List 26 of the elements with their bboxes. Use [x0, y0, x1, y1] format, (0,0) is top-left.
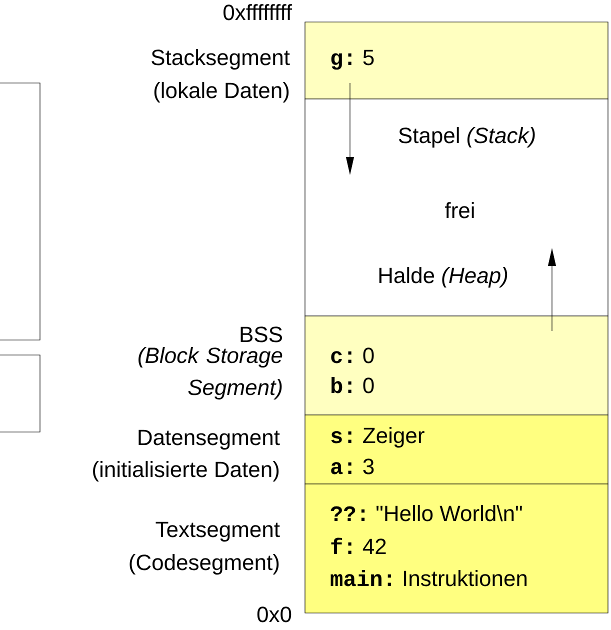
- segment-name: BSS: [240, 326, 282, 342]
- memory-entry: c: 0: [331, 348, 374, 364]
- segment-label: Stapel (Stack): [398, 127, 535, 148]
- segment-name: Stacksegment: [152, 49, 290, 70]
- memory-segment: [304, 22, 608, 100]
- memory-segment: [304, 316, 608, 416]
- segment-label: Halde (Heap): [379, 267, 508, 288]
- memory-entry: b: 0: [332, 377, 374, 394]
- memory-entry: ??: "Hello World\n": [330, 505, 522, 522]
- segment-name: Textsegment: [156, 522, 280, 542]
- segment-name: (Codesegment): [130, 554, 279, 575]
- memory-segment: [304, 98, 608, 316]
- segment-name: (lokale Daten): [154, 82, 289, 103]
- memory-segment: [304, 414, 608, 484]
- address-label: 0x0: [257, 606, 292, 622]
- segment-name: (initialisierte Daten): [93, 461, 279, 482]
- memory-entry: f: 42: [331, 538, 386, 554]
- memory-entry: s: Zeiger: [331, 427, 424, 448]
- segment-name: (Block Storage Segment): [138, 347, 282, 400]
- memory-entry: main: Instruktionen: [330, 570, 527, 586]
- segment-name: Datensegment: [138, 430, 280, 450]
- memory-segment: [304, 484, 608, 614]
- memory-entry: g: 5: [331, 50, 374, 70]
- segment-label: frei: [445, 202, 474, 218]
- memory-entry: a: 3: [331, 458, 374, 474]
- address-label: 0xffffffff: [224, 4, 292, 20]
